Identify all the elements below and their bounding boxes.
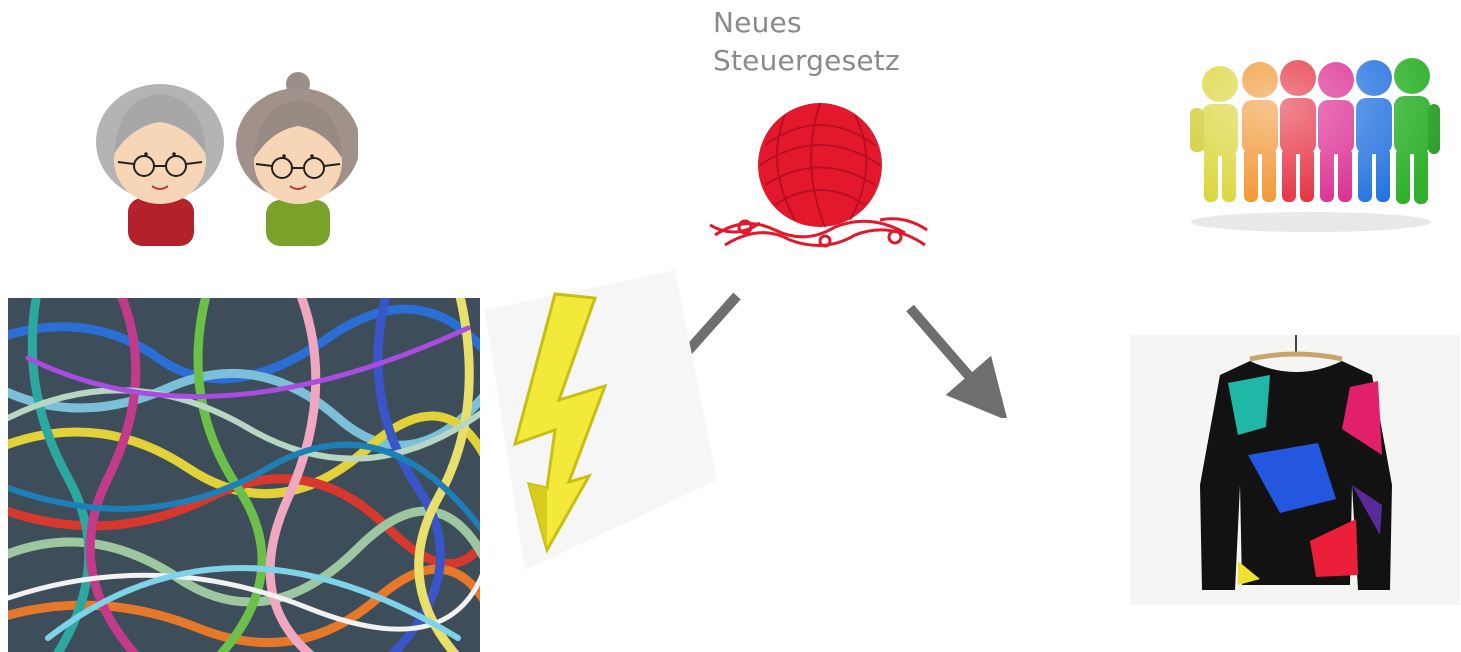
title-line-2: Steuergesetz [713, 42, 973, 80]
tangled-threads-photo [8, 298, 480, 652]
red-yarn-ball-icon [705, 95, 935, 255]
lightning-bolt-icon [485, 270, 717, 580]
elderly-couple-icon [88, 70, 358, 250]
diagram-title: Neues Steuergesetz [713, 4, 973, 80]
colorful-people-group-icon [1180, 50, 1442, 235]
right-arrow [910, 308, 988, 398]
colorful-sweater-photo [1130, 335, 1460, 605]
title-line-1: Neues [713, 4, 973, 42]
